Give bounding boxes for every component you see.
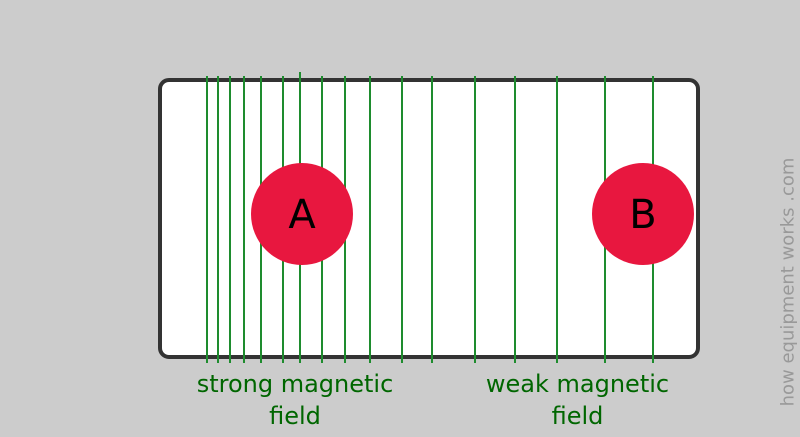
watermark: how equipment works .com <box>777 157 799 407</box>
weak-field-caption-line1: weak magnetic <box>485 370 670 398</box>
circle-a-shape <box>251 163 353 265</box>
field-lines <box>206 72 654 363</box>
field-region-box <box>158 78 700 359</box>
circle-b: B <box>592 163 694 265</box>
circle-b-label: B <box>629 192 656 238</box>
circle-b-shape <box>592 163 694 265</box>
strong-field-caption: strong magnetic field <box>160 368 430 432</box>
circle-a-label: A <box>288 192 316 238</box>
weak-field-caption: weak magnetic field <box>455 368 700 432</box>
strong-field-caption-line2: field <box>269 402 321 430</box>
weak-field-caption-line2: field <box>551 402 604 430</box>
circle-a: A <box>251 163 353 265</box>
strong-field-caption-line1: strong magnetic <box>196 370 394 398</box>
